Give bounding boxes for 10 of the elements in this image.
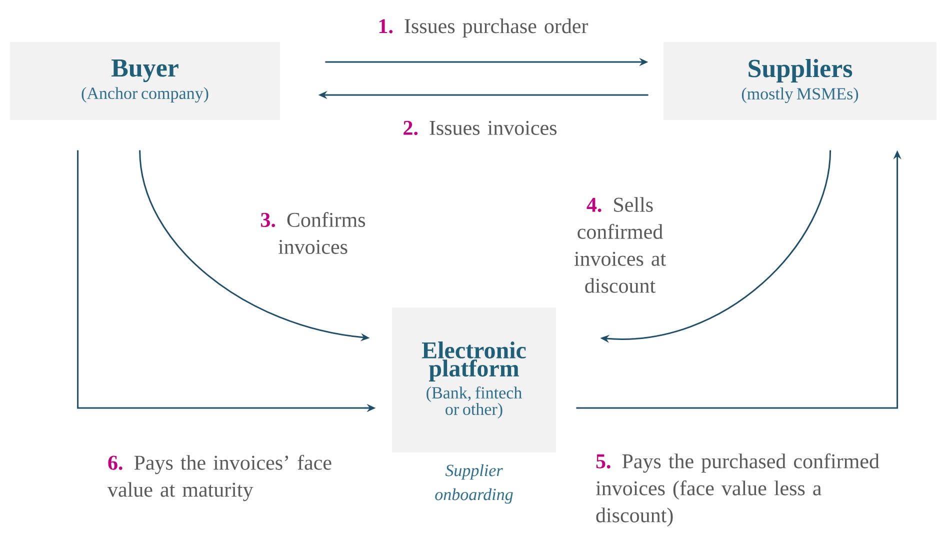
process-box: Electronic platform (Bank, fintech or other) (392, 308, 556, 452)
edge-label: 6. Pays the invoices’ face value at maturity (108, 454, 332, 502)
process-box: Suppliers (mostly MSMEs) (664, 42, 936, 120)
process-box: Buyer (Anchor company) (10, 42, 280, 120)
edge-label: 5. Pays the purchased confirmed invoices (face value less a discount) (596, 453, 880, 527)
edge-label: 2. Issues invoices (404, 120, 557, 136)
edge-label: 1. Issues purchase order (379, 18, 588, 38)
edge-label: 4. Sells confirmed invoices at discount (574, 197, 666, 293)
node-label: Supplier onboarding (435, 464, 513, 504)
edge-label: 3. Confirms invoices (261, 212, 366, 254)
